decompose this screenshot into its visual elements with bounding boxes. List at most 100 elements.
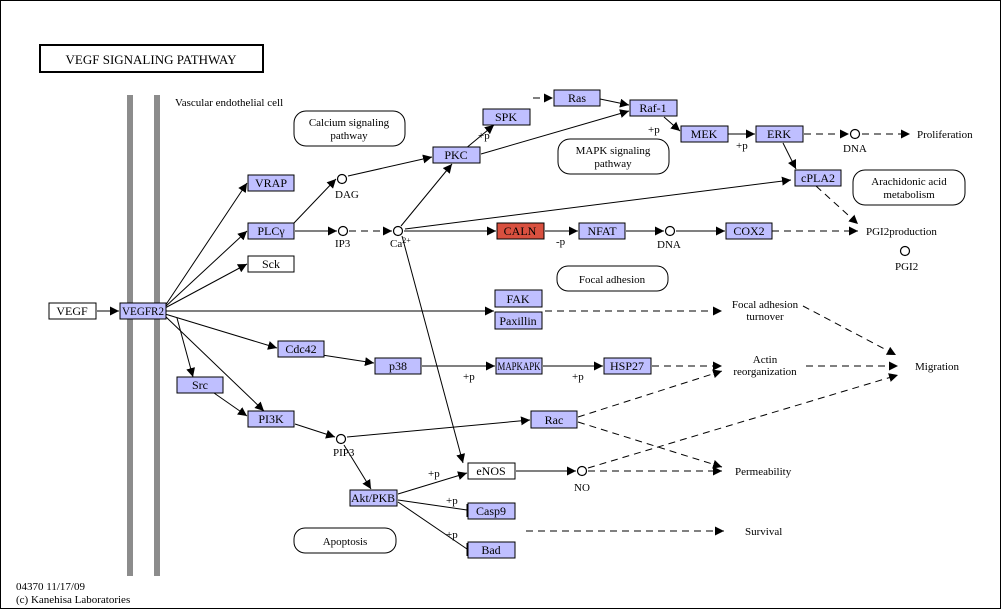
outcome-focal-turnover-line2: turnover (746, 311, 784, 323)
outcome-migration: Migration (915, 361, 959, 373)
compound-ip3 (337, 225, 349, 237)
edge-rac-actin (577, 369, 723, 418)
gene-akt[interactable]: Akt/PKB (349, 489, 398, 507)
gene-pi3k[interactable]: PI3K (247, 410, 295, 428)
inhibition-edges (397, 499, 468, 556)
gene-mek[interactable]: MEK (680, 125, 729, 143)
footer-id: 04370 11/17/09 (16, 581, 85, 593)
gene-paxillin[interactable]: Paxillin (494, 311, 543, 330)
edge-no-migration (587, 373, 899, 469)
edge-pip3-akt (343, 444, 372, 490)
page-title: VEGF SIGNALING PATHWAY (66, 52, 238, 67)
edge-src-pi3k (213, 392, 248, 417)
gene-hsp27[interactable]: HSP27 (603, 357, 652, 375)
gene-paxillin-label: Paxillin (499, 314, 536, 328)
pathway-arachidonic-line1: Arachidonic acid (871, 176, 947, 188)
compound-dna1-label: DNA (843, 143, 867, 155)
mod-mapkapk: +p (463, 371, 475, 383)
pathway-mapk-line2: pathway (594, 158, 632, 170)
gene-cpla2[interactable]: cPLA2 (794, 169, 842, 187)
pathway-arachidonic[interactable]: Arachidonic acid metabolism (852, 169, 966, 206)
compound-pip3 (335, 433, 347, 445)
gene-cox2[interactable]: COX2 (725, 222, 773, 240)
gene-vrap[interactable]: VRAP (247, 174, 295, 192)
membrane-line-left (127, 95, 133, 576)
pathway-mapk-line1: MAPK signaling (576, 145, 651, 157)
gene-spk[interactable]: SPK (482, 108, 531, 126)
gene-fak[interactable]: FAK (494, 289, 543, 308)
gene-erk-label: ERK (767, 127, 791, 141)
gene-sck[interactable]: Sck (247, 255, 295, 273)
gene-bad-label: Bad (481, 543, 500, 557)
edge-raf1-mek (663, 116, 681, 132)
compound-ip3-label: IP3 (335, 238, 351, 250)
gene-cdc42[interactable]: Cdc42 (277, 340, 325, 358)
gene-mapkapk[interactable]: MAPKAPK (495, 357, 543, 375)
gene-vegf[interactable]: VEGF (48, 302, 97, 320)
pathway-arachidonic-line2: metabolism (883, 189, 935, 201)
edge-cdc42-p38 (321, 354, 375, 367)
gene-erk[interactable]: ERK (755, 125, 804, 143)
gene-casp9[interactable]: Casp9 (467, 502, 516, 520)
gene-cox2-label: COX2 (733, 224, 764, 238)
edge-pi3k-pip3 (294, 423, 336, 439)
membrane-line-right (154, 95, 160, 576)
pathway-focal-label: Focal adhesion (579, 274, 646, 286)
gene-mapkapk-label: MAPKAPK (498, 359, 541, 373)
indirect-edges (349, 93, 910, 536)
mod-mek: +p (736, 140, 748, 152)
gene-cpla2-label: cPLA2 (801, 171, 835, 185)
mod-casp9: +p (446, 495, 458, 507)
edge-pkc-raf1 (480, 109, 630, 155)
edge-erk-cpla2 (782, 142, 797, 170)
outcome-actin-line2: reorganization (733, 366, 797, 378)
compound-ca-label: Ca2+ (390, 236, 411, 250)
edge-rac-permeability (577, 421, 723, 469)
gene-pkc[interactable]: PKC (432, 146, 481, 164)
gene-raf1[interactable]: Raf-1 (629, 99, 678, 117)
gene-bad[interactable]: Bad (467, 541, 516, 559)
gene-vegfr2[interactable]: VEGFR2 (119, 302, 167, 320)
pathway-calcium[interactable]: Calcium signaling pathway (293, 110, 406, 147)
gene-fak-label: FAK (506, 292, 529, 306)
title-box: VEGF SIGNALING PATHWAY (39, 44, 264, 73)
edges (97, 98, 797, 495)
gene-caln[interactable]: CALN (496, 222, 545, 240)
gene-sck-label: Sck (262, 257, 280, 271)
edge-vegfr2-vrap (164, 182, 248, 307)
compound-dag-label: DAG (335, 189, 359, 201)
gene-cdc42-label: Cdc42 (285, 342, 316, 356)
edge-vegfr2-sck (164, 263, 248, 309)
gene-akt-label: Akt/PKB (351, 491, 395, 505)
mod-caln: -p (556, 236, 566, 248)
outcome-proliferation: Proliferation (917, 129, 973, 141)
gene-ras[interactable]: Ras (553, 89, 601, 107)
gene-ras-label: Ras (568, 91, 586, 105)
gene-enos[interactable]: eNOS (467, 462, 516, 480)
mod-enos: +p (428, 468, 440, 480)
gene-vegf-label: VEGF (56, 304, 88, 318)
compound-no-label: NO (574, 482, 590, 494)
gene-rac-label: Rac (545, 413, 564, 427)
compounds (335, 128, 911, 477)
gene-plcg[interactable]: PLCγ (247, 222, 295, 240)
pathway-focal-adhesion[interactable]: Focal adhesion (556, 265, 669, 292)
pathway-apoptosis-label: Apoptosis (323, 536, 368, 548)
edge-ca-cpla2 (404, 176, 792, 230)
gene-rac[interactable]: Rac (530, 410, 578, 429)
edge-vegfr2-plcg (164, 230, 248, 308)
pathway-mapk[interactable]: MAPK signaling pathway (557, 138, 670, 175)
edge-akt-casp9 (397, 499, 468, 511)
compound-dna1 (849, 128, 861, 140)
edge-ca-enos (401, 235, 466, 464)
gene-hsp27-label: HSP27 (610, 359, 644, 373)
compound-no (576, 465, 588, 477)
gene-nfat[interactable]: NFAT (578, 222, 626, 240)
pathway-apoptosis[interactable]: Apoptosis (293, 527, 397, 554)
outcome-pgi2production: PGI2production (866, 226, 937, 238)
gene-src[interactable]: Src (176, 376, 224, 394)
edge-akt-bad (397, 501, 468, 550)
gene-p38[interactable]: p38 (374, 357, 422, 375)
